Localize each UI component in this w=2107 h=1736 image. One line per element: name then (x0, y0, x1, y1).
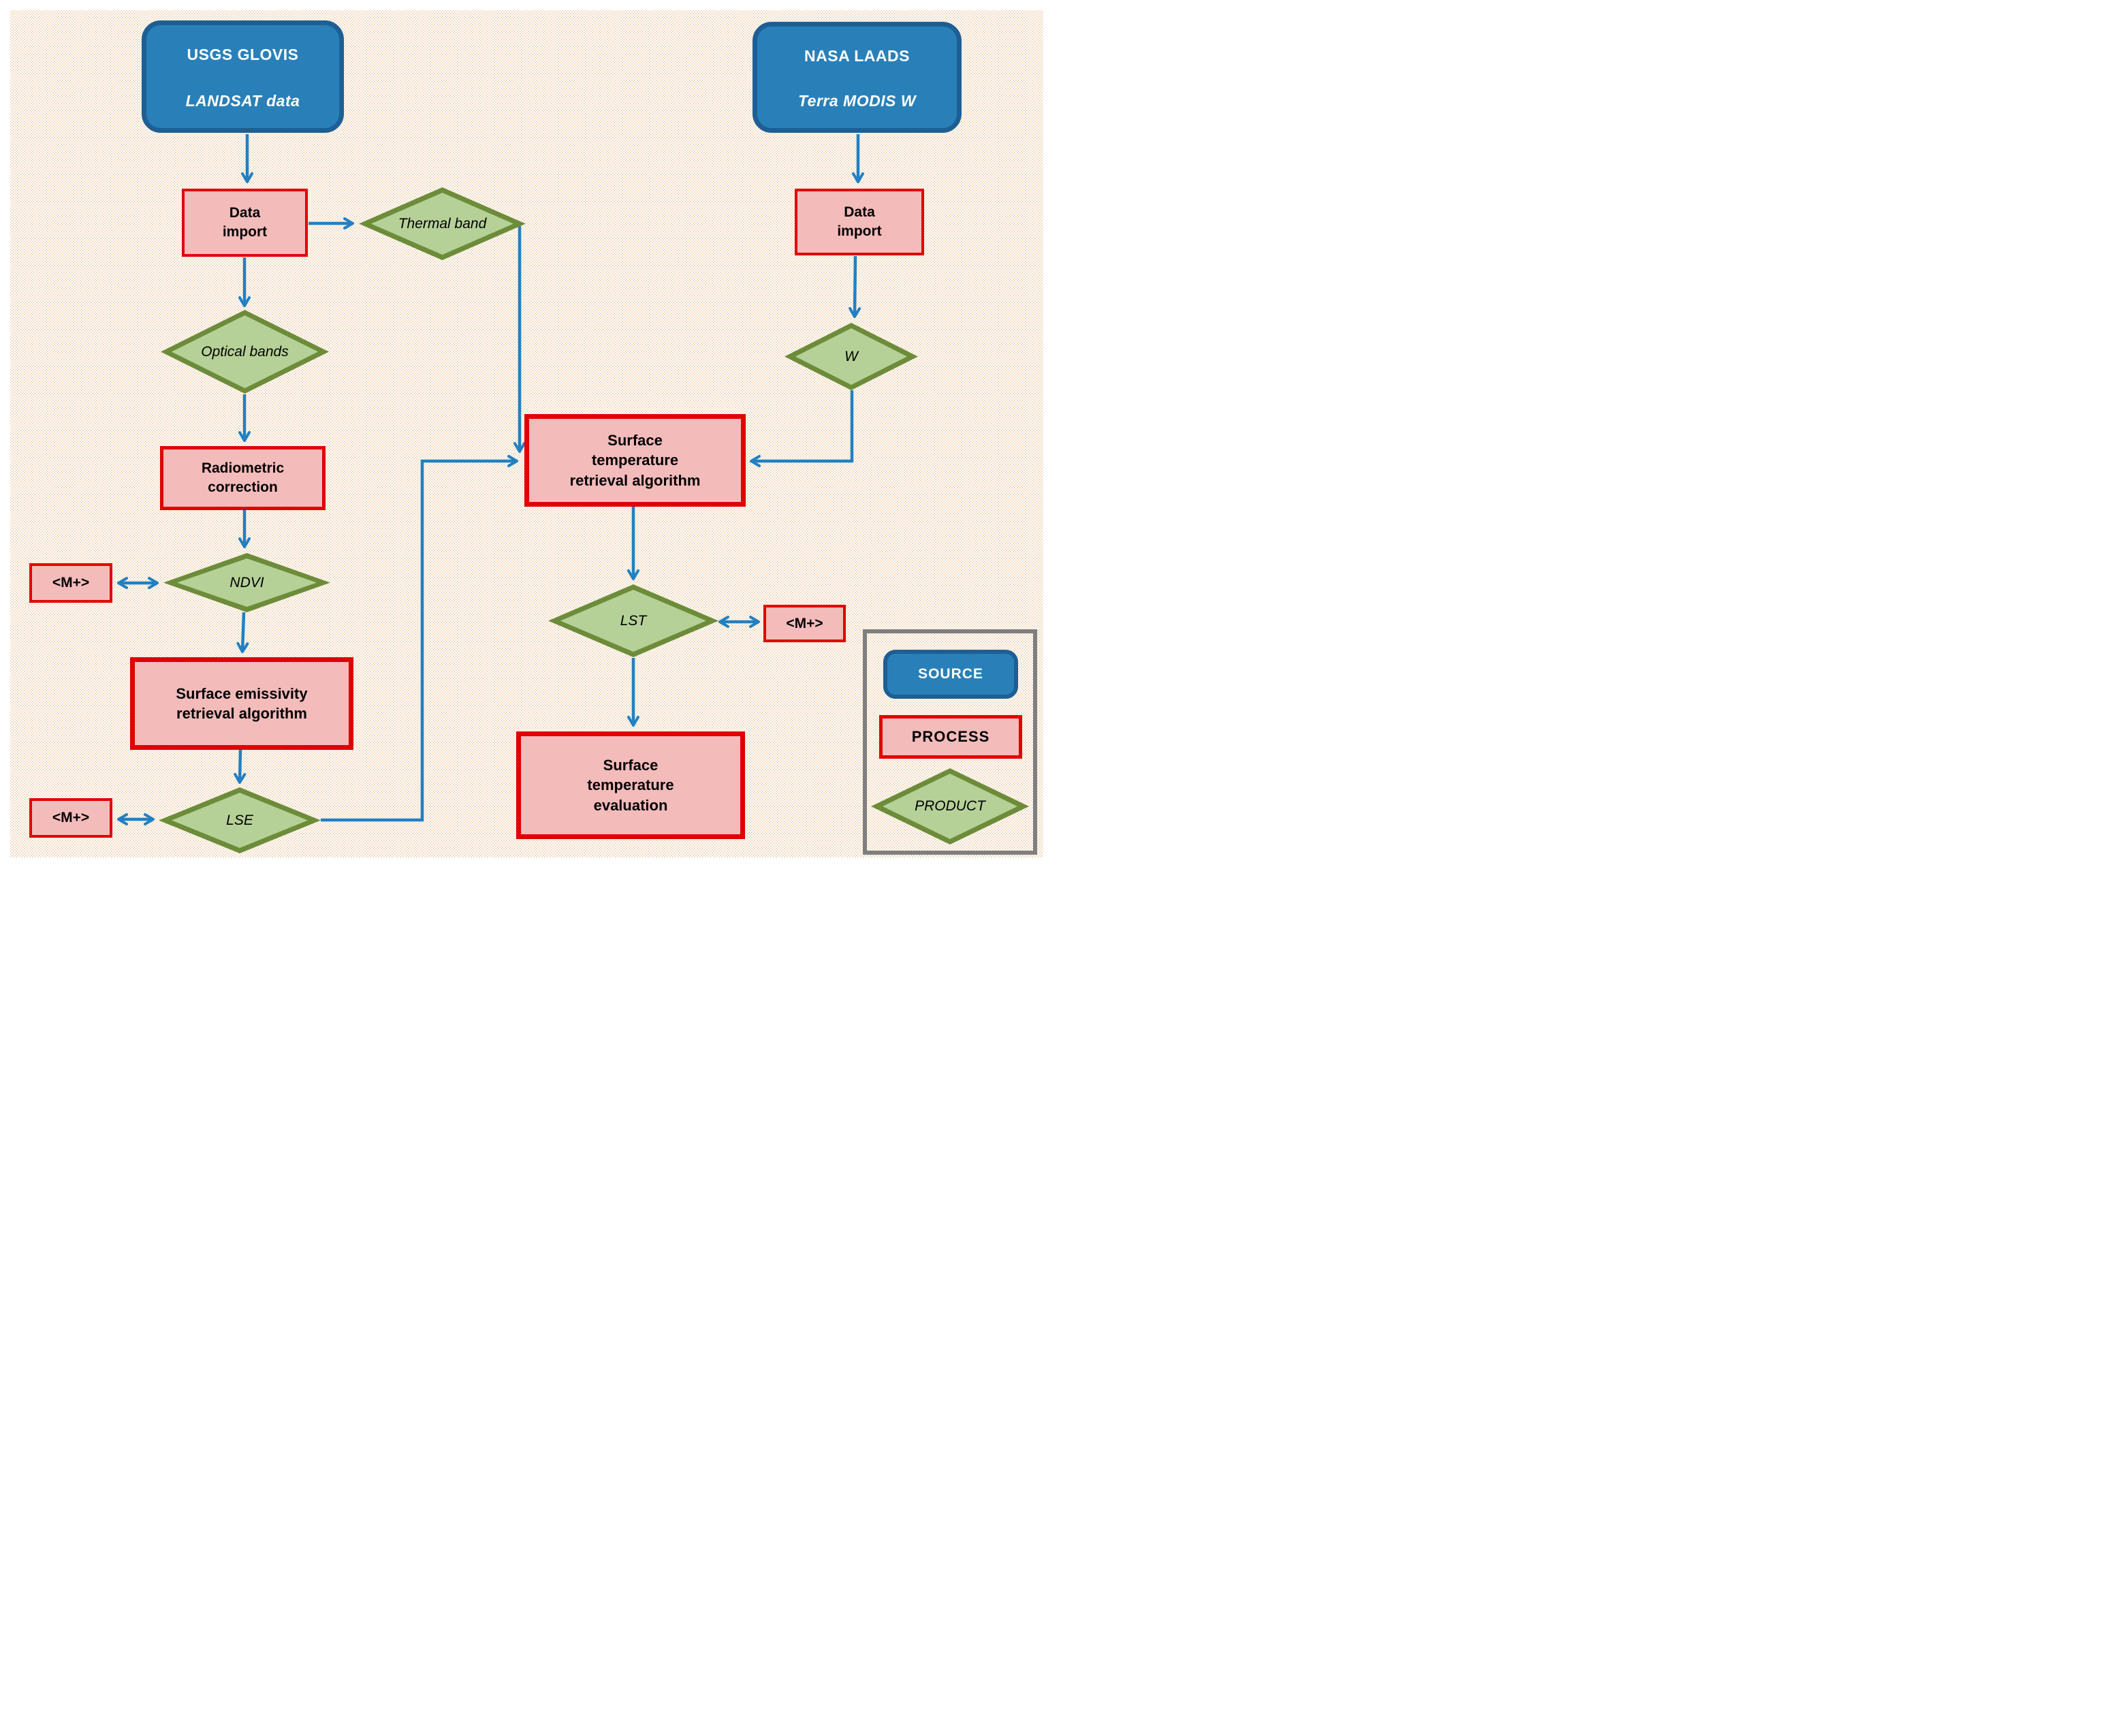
product-lst: LST (548, 584, 718, 657)
process-label-line: Radiometric (201, 460, 285, 477)
source-nasa-subtitle: Terra MODIS W (797, 92, 917, 110)
process-label-line: Surface emissivity (176, 684, 308, 702)
product-thermal-band: Thermal band (359, 187, 526, 260)
product-label: Thermal band (398, 215, 487, 232)
legend-process-label: PROCESS (911, 728, 990, 745)
process-label-line: Surface (603, 757, 659, 774)
source-nasa-laads: NASA LAADS Terra MODIS W (752, 22, 962, 133)
legend-product-label: PRODUCT (915, 798, 985, 814)
mplus-box-lse: <M+> (29, 798, 112, 838)
process-label-line: import (837, 223, 882, 239)
legend-box: SOURCE PROCESS PRODUCT (863, 629, 1037, 855)
process-label-line: Data (229, 205, 261, 221)
process-label-line: evaluation (593, 796, 668, 814)
legend-source-item: SOURCE (883, 650, 1018, 699)
product-label: NDVI (229, 574, 264, 590)
mplus-label: <M+> (786, 615, 823, 631)
product-optical-bands: Optical bands (161, 310, 329, 394)
process-label-line: retrieval algorithm (176, 705, 307, 722)
mplus-label: <M+> (52, 810, 90, 825)
product-label: LSE (226, 812, 253, 828)
process-label-line: temperature (587, 776, 674, 794)
product-lse: LSE (159, 787, 321, 853)
process-data-import-left: Data import (182, 189, 308, 257)
mplus-label: <M+> (52, 575, 90, 590)
product-label: LST (620, 612, 647, 629)
process-surface-emissivity-retrieval: Surface emissivity retrieval algorithm (130, 657, 353, 750)
process-surface-temperature-retrieval: Surface temperature retrieval algorithm (524, 414, 746, 507)
legend-product-item: PRODUCT (871, 768, 1029, 845)
product-ndvi: NDVI (163, 553, 330, 612)
process-surface-temperature-evaluation: Surface temperature evaluation (516, 731, 745, 839)
arrow-ndvi-to-sera (236, 612, 249, 653)
source-usgs-glovis: USGS GLOVIS LANDSAT data (142, 20, 344, 133)
product-label: W (844, 348, 858, 364)
mplus-box-lst: <M+> (763, 605, 846, 642)
source-usgs-title: USGS GLOVIS (187, 46, 299, 63)
process-label-line: correction (208, 479, 278, 495)
legend-process-item: PROCESS (879, 715, 1022, 759)
process-label-line: import (222, 224, 268, 240)
legend-source-label: SOURCE (918, 666, 983, 682)
process-label-line: Surface (607, 432, 663, 449)
product-label: Optical bands (201, 343, 289, 360)
flowchart-canvas: USGS GLOVIS LANDSAT data NASA LAADS Terr… (0, 0, 1054, 868)
source-usgs-subtitle: LANDSAT data (185, 92, 300, 110)
source-nasa-title: NASA LAADS (804, 47, 910, 65)
mplus-box-ndvi: <M+> (29, 563, 112, 603)
arrow-lse-to-stra (321, 455, 518, 822)
process-label-line: temperature (591, 452, 679, 469)
process-label-line: Data (844, 204, 875, 221)
product-w: W (785, 323, 918, 390)
process-radiometric-correction: Radiometric correction (160, 446, 326, 510)
process-data-import-right: Data import (795, 189, 924, 255)
arrow-w-to-stra (750, 390, 854, 467)
process-label-line: retrieval algorithm (569, 471, 701, 489)
connector-layer (117, 134, 864, 825)
